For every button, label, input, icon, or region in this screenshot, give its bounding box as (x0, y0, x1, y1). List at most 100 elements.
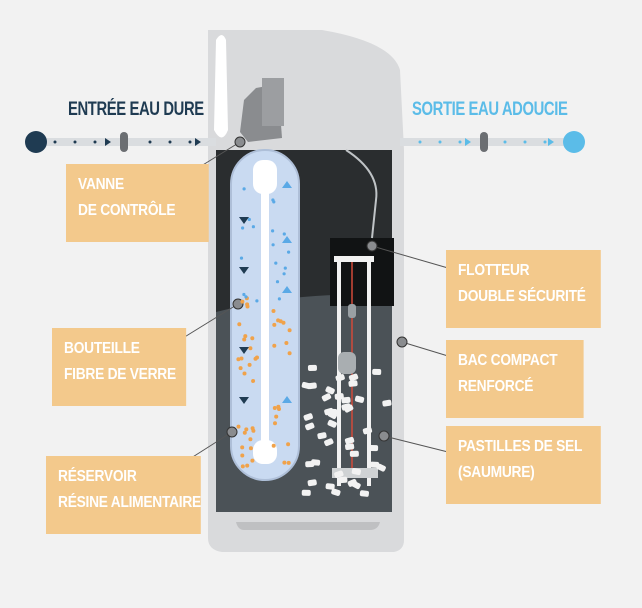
resin-bead (250, 336, 254, 340)
resin-bead (240, 357, 244, 361)
outlet-flow-dot (504, 141, 507, 144)
resin-bead (240, 445, 244, 449)
water-drop (255, 299, 258, 302)
dot-salt (379, 431, 389, 441)
float-upper (348, 304, 356, 318)
dot-compact (397, 337, 407, 347)
outlet-label: SORTIE EAU ADOUCIE (412, 99, 567, 121)
salt-pellet (360, 490, 370, 497)
salt-pellet (350, 451, 359, 457)
callout-fiberglass-bottle-line-2: FIBRE DE VERRE (64, 362, 178, 388)
callout-fiberglass-bottle-line-1: BOUTEILLE (64, 336, 178, 362)
callout-compact-tank-line-2: RENFORCÉ (458, 374, 575, 400)
resin-bead (274, 415, 278, 419)
salt-pellet (345, 443, 355, 450)
salt-pellet (369, 445, 378, 451)
resin-bead (272, 344, 276, 348)
resin-bead (282, 461, 286, 465)
float-ball (338, 352, 356, 374)
water-drop (271, 229, 274, 232)
resin-bead (237, 425, 241, 429)
callout-salt-pellets: PASTILLES DE SEL (SAUMURE) (446, 426, 601, 504)
resin-bead (245, 464, 249, 468)
salt-pellet (348, 380, 358, 387)
resin-bead (279, 319, 283, 323)
resin-bead (244, 427, 248, 431)
water-drop (276, 280, 279, 283)
outlet-flow-dot (439, 141, 442, 144)
cabinet-bottom-slot (236, 522, 380, 530)
inlet-flow-dot (74, 141, 77, 144)
water-drop (243, 187, 246, 190)
inlet-cap (25, 131, 47, 153)
resin-bead (273, 421, 277, 425)
salt-pellet (308, 365, 317, 371)
callout-control-valve-line-2: DE CONTRÔLE (78, 198, 200, 224)
water-drop (242, 293, 245, 296)
callout-control-valve: VANNE DE CONTRÔLE (66, 164, 209, 242)
water-drop (248, 218, 251, 221)
resin-bead (242, 338, 246, 342)
dot-float (367, 241, 377, 251)
water-drop (274, 262, 277, 265)
resin-bead (243, 372, 247, 376)
water-drop (252, 225, 255, 228)
salt-pellet (334, 393, 344, 400)
resin-bead (288, 328, 292, 332)
resin-bead (241, 464, 245, 468)
resin-bead (251, 426, 255, 430)
resin-bead (248, 363, 252, 367)
inlet-flow-dot (94, 141, 97, 144)
water-drop (284, 267, 287, 270)
callout-compact-tank: BAC COMPACT RENFORCÉ (446, 340, 584, 418)
resin-bead (237, 322, 241, 326)
water-drop (244, 295, 247, 298)
center-tube (261, 165, 269, 455)
resin-bead (240, 454, 244, 458)
outlet-valve (480, 132, 488, 152)
water-drop (241, 226, 244, 229)
inlet-flow-dot (169, 141, 172, 144)
water-drop (240, 257, 243, 260)
water-drop (283, 272, 286, 275)
resin-bead (272, 323, 276, 327)
resin-bead (272, 444, 276, 448)
resin-bead (273, 406, 277, 410)
resin-bead (286, 442, 290, 446)
dot-valve (235, 137, 245, 147)
resin-bead (243, 431, 247, 435)
cabinet-highlight (214, 35, 228, 138)
upper-distributor (253, 160, 277, 194)
resin-bead (250, 459, 254, 463)
resin-bead (248, 346, 252, 350)
resin-bead (248, 437, 252, 441)
resin-bead (240, 300, 244, 304)
salt-pellet (311, 459, 320, 466)
resin-bead (288, 351, 292, 355)
dot-resin (227, 427, 237, 437)
callout-float-line-1: FLOTTEUR (458, 258, 592, 284)
callout-resin-tank-line-1: RÉSERVOIR (58, 464, 192, 490)
resin-bead (276, 405, 280, 409)
resin-bead (251, 379, 255, 383)
inlet-flow-dot (149, 141, 152, 144)
salt-pellet (372, 369, 381, 375)
callout-salt-pellets-line-1: PASTILLES DE SEL (458, 434, 592, 460)
water-drop (278, 297, 281, 300)
callout-resin-tank-line-2: RÉSINE ALIMENTAIRE (58, 490, 192, 516)
resin-bead (254, 357, 258, 361)
callout-float: FLOTTEUR DOUBLE SÉCURITÉ (446, 250, 601, 328)
water-drop (287, 251, 290, 254)
resin-bead (284, 341, 288, 345)
inlet-valve (120, 132, 128, 152)
inlet-label: ENTRÉE EAU DURE (68, 99, 204, 121)
lower-distributor (253, 440, 277, 464)
resin-bead (243, 334, 247, 338)
callout-resin-tank: RÉSERVOIR RÉSINE ALIMENTAIRE (46, 456, 201, 534)
callout-fiberglass-bottle: BOUTEILLE FIBRE DE VERRE (52, 328, 186, 406)
salt-pellet (302, 490, 311, 496)
outlet-flow-dot (419, 141, 422, 144)
inlet-flow-dot (189, 141, 192, 144)
float-rod-right (367, 256, 371, 486)
